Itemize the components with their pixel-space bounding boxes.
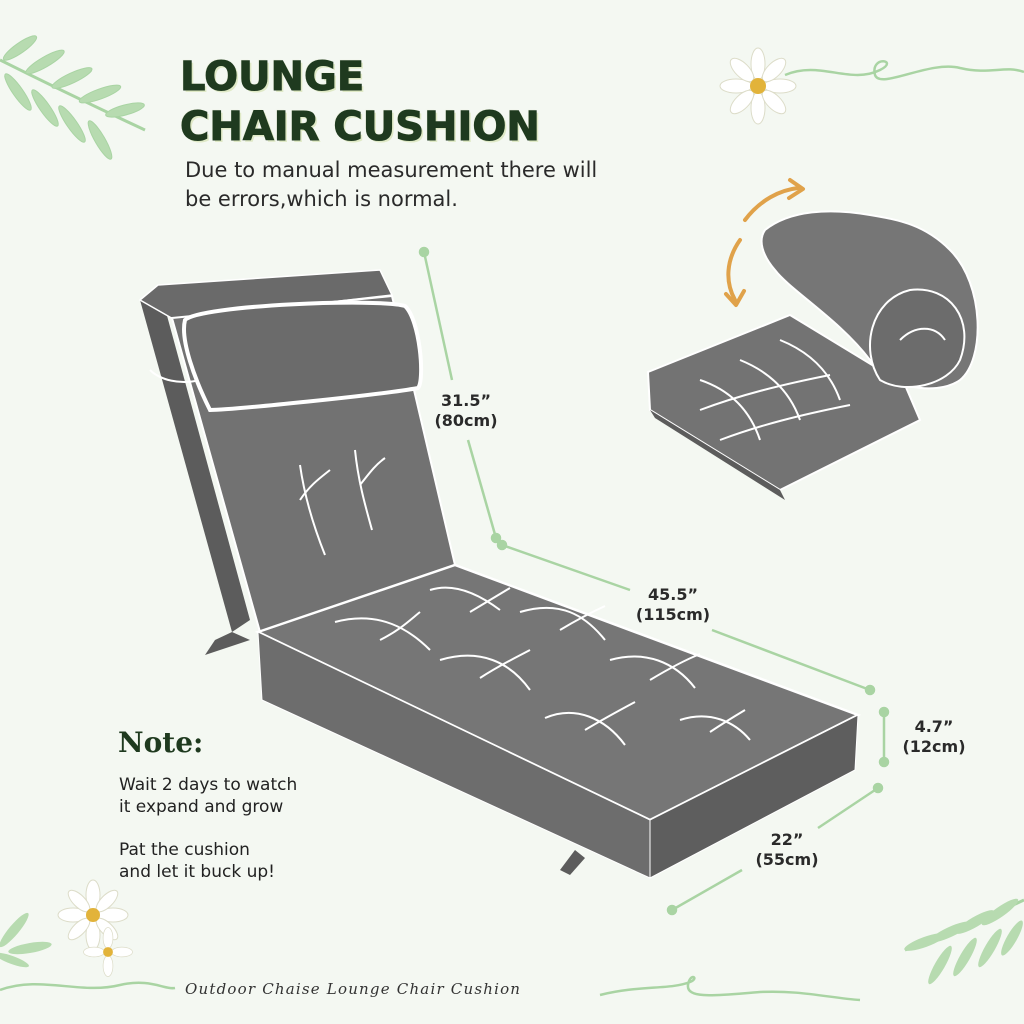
length-dimension-label: 45.5” (115cm)	[628, 585, 718, 625]
back-dimension-inches: 31.5”	[441, 391, 491, 410]
note-heading: Note:	[118, 726, 204, 759]
disclaimer-line-1: Due to manual measurement there will	[185, 158, 598, 182]
measurement-disclaimer: Due to manual measurement there will be …	[185, 156, 705, 214]
back-dimension-cm: (80cm)	[434, 411, 498, 430]
note-item-expand-line-1: Wait 2 days to watch	[119, 775, 298, 795]
note-item-expand-line-2: it expand and grow	[119, 797, 284, 817]
daisy-decoration-top-right	[719, 47, 1024, 125]
page-title: LOUNGE CHAIR CUSHION	[179, 52, 541, 152]
rolled-cushion-illustration	[646, 178, 979, 500]
back-dimension-label: 31.5” (80cm)	[424, 391, 508, 431]
note-item-pat-line-1: Pat the cushion	[119, 840, 250, 860]
length-dimension-inches: 45.5”	[648, 585, 698, 604]
thickness-dimension-cm: (12cm)	[902, 737, 966, 756]
width-dimension-label: 22” (55cm)	[748, 830, 826, 870]
dimension-lines	[418, 246, 890, 916]
thickness-dimension-inches: 4.7”	[914, 717, 954, 736]
note-item-pat-line-2: and let it buck up!	[119, 862, 275, 882]
leaf-decoration-bottom-right	[599, 898, 1024, 1002]
width-dimension-cm: (55cm)	[755, 850, 819, 869]
thickness-dimension-label: 4.7” (12cm)	[896, 717, 972, 757]
leaf-decoration-top-left	[0, 35, 146, 160]
note-item-pat: Pat the cushion and let it buck up!	[119, 839, 359, 883]
title-line-1: LOUNGE	[179, 54, 365, 101]
width-dimension-inches: 22”	[770, 830, 804, 849]
title-line-2: CHAIR CUSHION	[180, 104, 541, 151]
chaise-cushion-illustration	[138, 269, 862, 879]
note-item-expand: Wait 2 days to watch it expand and grow	[119, 774, 359, 818]
length-dimension-cm: (115cm)	[635, 605, 711, 624]
daisy-decoration-bottom-left	[0, 879, 176, 992]
product-caption: Outdoor Chaise Lounge Chair Cushion	[185, 980, 522, 998]
disclaimer-line-2: be errors,which is normal.	[185, 187, 458, 211]
